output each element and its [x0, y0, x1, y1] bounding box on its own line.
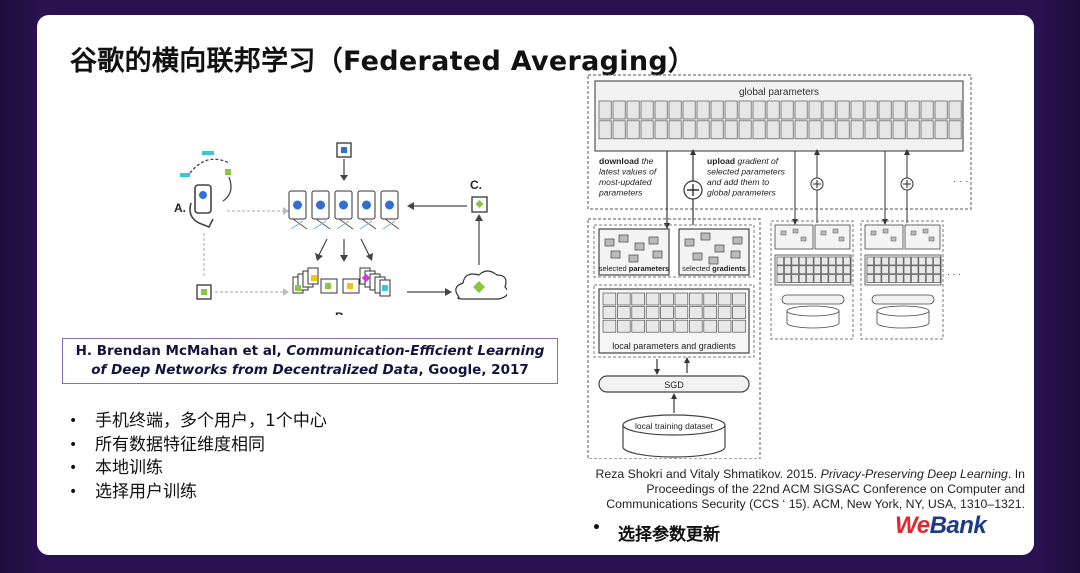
label-a: A. — [174, 201, 186, 215]
bullet-dot: • — [592, 520, 601, 536]
selected-parameters-label: selected parameters — [599, 264, 669, 273]
citation-line-1: H. Brendan McMahan et al, Communication-… — [76, 342, 545, 361]
bottom-bullet: •选择参数更新 — [592, 520, 720, 545]
cloud-icon — [455, 270, 507, 300]
label-c: C. — [470, 178, 482, 192]
label-b: B. — [335, 310, 347, 315]
federated-averaging-figure: A. — [174, 142, 507, 315]
slide-title: 谷歌的横向联邦学习（Federated Averaging） — [70, 46, 696, 77]
citation-line-2: of Deep Networks from Decentralized Data… — [91, 361, 529, 380]
reference-line-2: Proceedings of the 22nd ACM SIGSAC Confe… — [646, 482, 1025, 496]
reference-line-3: Communications Security (CCS ‘ 15). ACM,… — [606, 497, 1025, 511]
bullet-item: •本地训练 — [69, 457, 327, 481]
local-parameters-grid — [602, 292, 746, 333]
bullet-list: •手机终端，多个用户，1个中心 •所有数据特征维度相同 •本地训练 •选择用户训… — [69, 410, 327, 504]
svg-text:local training dataset: local training dataset — [635, 421, 714, 431]
bullet-item: •选择用户训练 — [69, 481, 327, 505]
local-params-label: local parameters and gradients — [612, 341, 736, 351]
phones-row — [288, 190, 400, 230]
citation-title-1: Communication-Efficient Learning — [286, 343, 545, 359]
phone-cycle-icon — [180, 151, 232, 229]
svg-text:SGD: SGD — [664, 380, 684, 390]
selected-gradients-label: selected gradients — [682, 264, 746, 273]
dataset-cylinder — [622, 414, 726, 458]
global-parameters-label: global parameters — [739, 87, 819, 98]
architecture-figure: global parameters download the latest va… — [587, 74, 972, 459]
participant-main — [587, 218, 761, 459]
bullet-dot: • — [69, 413, 78, 429]
upload-text: upload gradient of selected parameters a… — [707, 156, 787, 198]
slide: 谷歌的横向联邦学习（Federated Averaging） A. — [37, 15, 1034, 555]
svg-text:· · ·: · · · — [947, 269, 961, 279]
citation-venue: , Google, 2017 — [418, 362, 529, 378]
global-parameters-grid — [598, 100, 962, 140]
bullet-dot: • — [69, 460, 78, 476]
bullet-item: •所有数据特征维度相同 — [69, 434, 327, 458]
webank-logo: WeBank — [895, 512, 987, 539]
download-text: download the latest values of most-updat… — [598, 156, 659, 198]
bullet-dot: • — [69, 483, 78, 500]
reference-line-1: Reza Shokri and Vitaly Shmatikov. 2015. … — [595, 467, 1025, 481]
bullet-item: •手机终端，多个用户，1个中心 — [69, 410, 327, 434]
mini-grids — [776, 256, 941, 283]
reference-text: Reza Shokri and Vitaly Shmatikov. 2015. … — [577, 467, 1025, 512]
citation-box: H. Brendan McMahan et al, Communication-… — [62, 338, 558, 384]
sgd-box — [598, 375, 750, 393]
citation-authors: H. Brendan McMahan et al, — [75, 343, 287, 359]
citation-title-2: of Deep Networks from Decentralized Data — [91, 362, 419, 378]
update-stacks — [292, 267, 391, 297]
svg-text:· · ·: · · · — [953, 176, 969, 187]
bullet-dot: • — [69, 436, 78, 453]
